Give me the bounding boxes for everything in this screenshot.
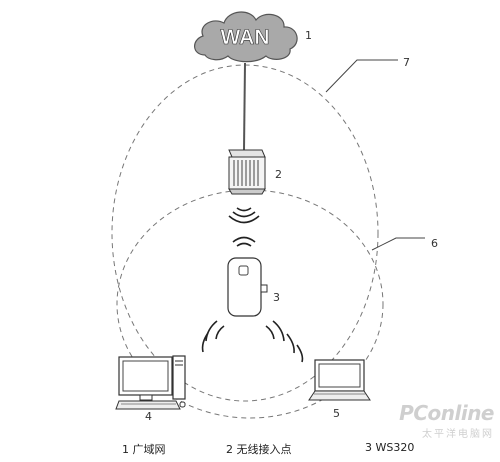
wan-label: WAN <box>221 26 270 49</box>
callout-6: 6 <box>431 237 438 250</box>
wifi-signal-right <box>265 320 304 363</box>
cloud-icon: WAN <box>194 11 298 63</box>
wifi-signal-router <box>228 207 260 224</box>
wifi-signal-repeater-top <box>232 236 256 247</box>
callout-4: 4 <box>145 410 152 423</box>
watermark: PConline 太平洋电脑网 <box>399 401 494 440</box>
wan-link-line <box>243 62 246 151</box>
legend-item-access-point: 2 无线接入点 <box>226 443 292 456</box>
callout-7: 7 <box>403 56 410 69</box>
callout-7-leader <box>325 59 398 93</box>
laptop-icon <box>308 359 371 401</box>
coverage-circle-small <box>116 189 384 419</box>
legend-item-wan: 1 广域网 <box>122 443 166 456</box>
callout-5: 5 <box>333 407 340 420</box>
legend-item-ws320: 3 WS320 <box>365 441 415 454</box>
watermark-logo: PConline <box>399 401 494 425</box>
router-icon <box>228 149 266 195</box>
callout-2: 2 <box>275 168 282 181</box>
callout-6-leader <box>371 237 425 251</box>
wifi-repeater-icon <box>227 257 268 317</box>
watermark-subtitle: 太平洋电脑网 <box>422 429 494 440</box>
callout-1: 1 <box>305 29 312 42</box>
wifi-signal-left <box>201 320 225 353</box>
callout-3: 3 <box>273 291 280 304</box>
desktop-computer-icon <box>115 355 186 410</box>
